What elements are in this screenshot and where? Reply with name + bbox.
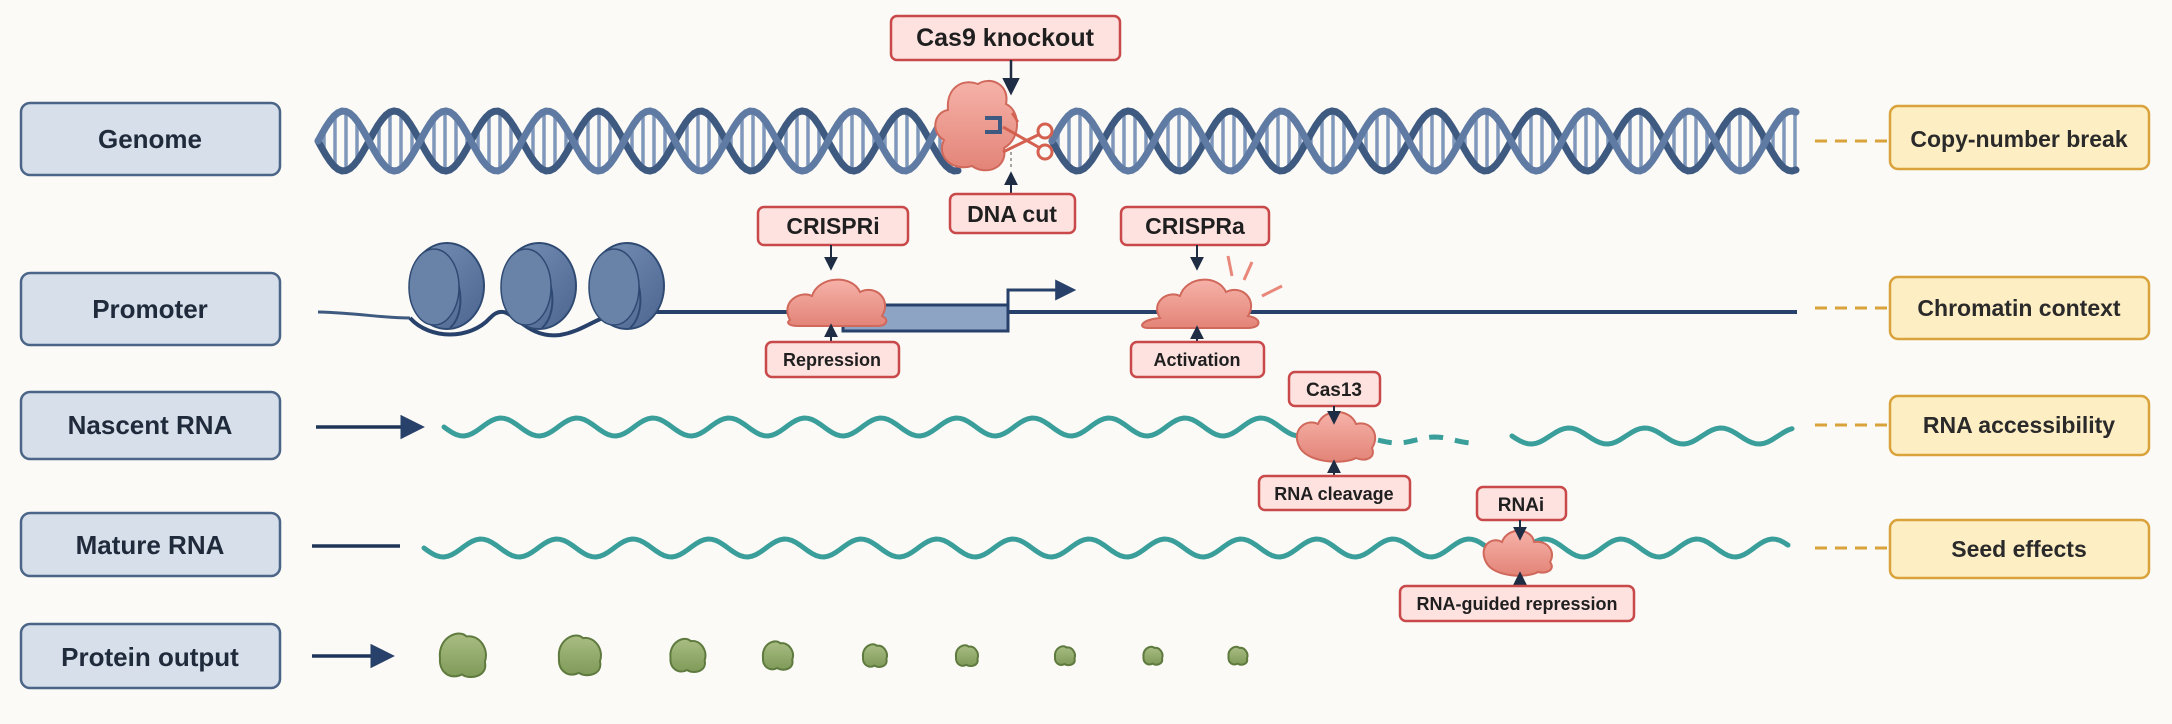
- tag-crispra: CRISPRa: [1119, 205, 1271, 247]
- protein-icon: [438, 632, 487, 678]
- svg-text:CRISPRa: CRISPRa: [1145, 213, 1245, 239]
- protein-output-series: [438, 632, 1249, 678]
- protein-icon: [1053, 645, 1076, 667]
- svg-text:Cas13: Cas13: [1306, 380, 1362, 401]
- tag-cas13: Cas13: [1287, 370, 1382, 408]
- transcription-start-arrow-icon: [1006, 279, 1077, 312]
- svg-text:RNA cleavage: RNA cleavage: [1274, 484, 1393, 504]
- helix-strand-b: [314, 107, 1800, 175]
- dna-double-helix: [314, 107, 1800, 175]
- row-label-mature-rna: Mature RNA: [19, 511, 282, 578]
- tag-repression: Repression: [764, 340, 901, 379]
- rnai-enzyme-icon: [1482, 529, 1553, 577]
- row-label-text: Genome: [98, 124, 202, 154]
- tag-cas9-knockout: Cas9 knockout: [889, 14, 1122, 62]
- svg-text:Cas9 knockout: Cas9 knockout: [916, 24, 1095, 52]
- tag-rna-guided-repression: RNA-guided repression: [1398, 584, 1636, 623]
- tag-crispri: CRISPRi: [756, 205, 910, 247]
- protein-icon: [861, 643, 888, 668]
- row-label-text: Nascent RNA: [68, 410, 233, 440]
- crispri-enzyme-icon: [786, 278, 888, 327]
- row-label-text: Protein output: [61, 642, 239, 672]
- mature-rna-strand: [421, 536, 1791, 560]
- row-label-text: Mature RNA: [76, 530, 225, 560]
- svg-text:RNAi: RNAi: [1498, 495, 1544, 516]
- row-label-nascent-rna: Nascent RNA: [19, 390, 282, 461]
- tag-rna-cleavage: RNA cleavage: [1257, 474, 1412, 512]
- protein-icon: [669, 637, 707, 673]
- helix-strand-a: [314, 107, 1800, 175]
- svg-text:Copy-number break: Copy-number break: [1910, 126, 2127, 152]
- crispra-enzyme-icon: [1141, 278, 1260, 329]
- row-label-text: Promoter: [92, 294, 208, 324]
- svg-text:DNA cut: DNA cut: [967, 201, 1057, 227]
- nucleosome-icon: [408, 242, 485, 330]
- protein-icon: [761, 640, 794, 671]
- svg-text:Chromatin context: Chromatin context: [1917, 295, 2121, 321]
- activation-burst-icon: [1226, 255, 1283, 298]
- note-chromatin-context: Chromatin context: [1815, 275, 2151, 341]
- scissors-icon: [1002, 112, 1054, 161]
- svg-text:RNA accessibility: RNA accessibility: [1923, 412, 2115, 438]
- svg-text:CRISPRi: CRISPRi: [786, 213, 879, 239]
- nascent-rna-cleaved-fragment: [1377, 434, 1479, 446]
- tag-activation: Activation: [1129, 340, 1266, 379]
- row-label-genome: Genome: [19, 101, 282, 177]
- note-copy-number-break: Copy-number break: [1815, 104, 2151, 171]
- nascent-rna-strand: [441, 415, 1303, 439]
- nucleosome-icon: [500, 242, 577, 330]
- note-seed-effects: Seed effects: [1815, 518, 2151, 580]
- protein-icon: [1227, 645, 1249, 666]
- protein-icon: [954, 644, 979, 668]
- row-label-promoter: Promoter: [19, 271, 282, 347]
- cas9-enzyme-icon: [934, 79, 1018, 172]
- cas13-enzyme-icon: [1295, 411, 1377, 463]
- svg-text:Seed effects: Seed effects: [1951, 536, 2087, 562]
- protein-icon: [1142, 645, 1164, 666]
- tag-rnai: RNAi: [1475, 485, 1568, 522]
- nascent-rna-strand: [1509, 425, 1795, 447]
- svg-text:Activation: Activation: [1153, 350, 1240, 370]
- note-rna-accessibility: RNA accessibility: [1815, 394, 2151, 457]
- protein-icon: [557, 634, 602, 677]
- nucleosome-icon: [588, 242, 665, 330]
- svg-text:Repression: Repression: [783, 350, 881, 370]
- tag-dna-cut: DNA cut: [948, 192, 1077, 235]
- svg-text:RNA-guided repression: RNA-guided repression: [1416, 594, 1617, 614]
- row-label-protein-output: Protein output: [19, 622, 282, 690]
